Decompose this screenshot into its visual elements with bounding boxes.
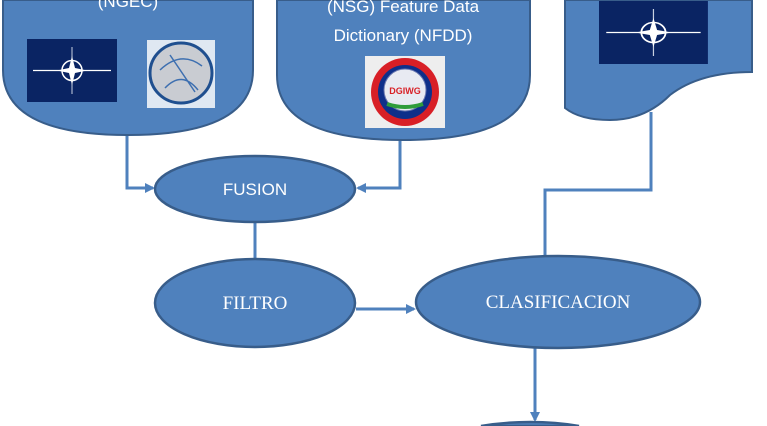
nato-flag-icon <box>26 38 118 103</box>
source-ngec: (NGEC) <box>2 0 254 137</box>
nato-flag-icon <box>598 0 709 65</box>
arrow-ngec-to-fusion <box>125 134 155 193</box>
source-ngec-label: (NGEC) <box>98 0 158 11</box>
node-fusion-label: FUSION <box>223 180 287 199</box>
node-filtro-label: FILTRO <box>223 293 288 314</box>
arrow-source3-to-clasificacion <box>540 112 653 268</box>
source-3 <box>564 0 753 122</box>
node-clasificacion-label: CLASIFICACION <box>486 292 631 313</box>
node-next-partial <box>480 420 580 426</box>
connectors <box>125 112 653 422</box>
dgiwg-emblem-icon: DGIWG <box>365 56 445 128</box>
source-nfdd-label-line2: Dictionary (NFDD) <box>334 26 473 45</box>
node-filtro: FILTRO <box>153 257 357 349</box>
svg-text:DGIWG: DGIWG <box>389 86 421 96</box>
source-nfdd-label-line1: (NSG) Feature Data <box>327 0 480 16</box>
node-fusion: FUSION <box>153 154 357 224</box>
ngec-globe-emblem-icon <box>147 40 215 108</box>
node-clasificacion: CLASIFICACION <box>414 254 702 350</box>
source-nfdd: (NSG) Feature Data Dictionary (NFDD) DGI… <box>276 0 531 142</box>
arrow-nfdd-to-fusion <box>356 140 402 193</box>
